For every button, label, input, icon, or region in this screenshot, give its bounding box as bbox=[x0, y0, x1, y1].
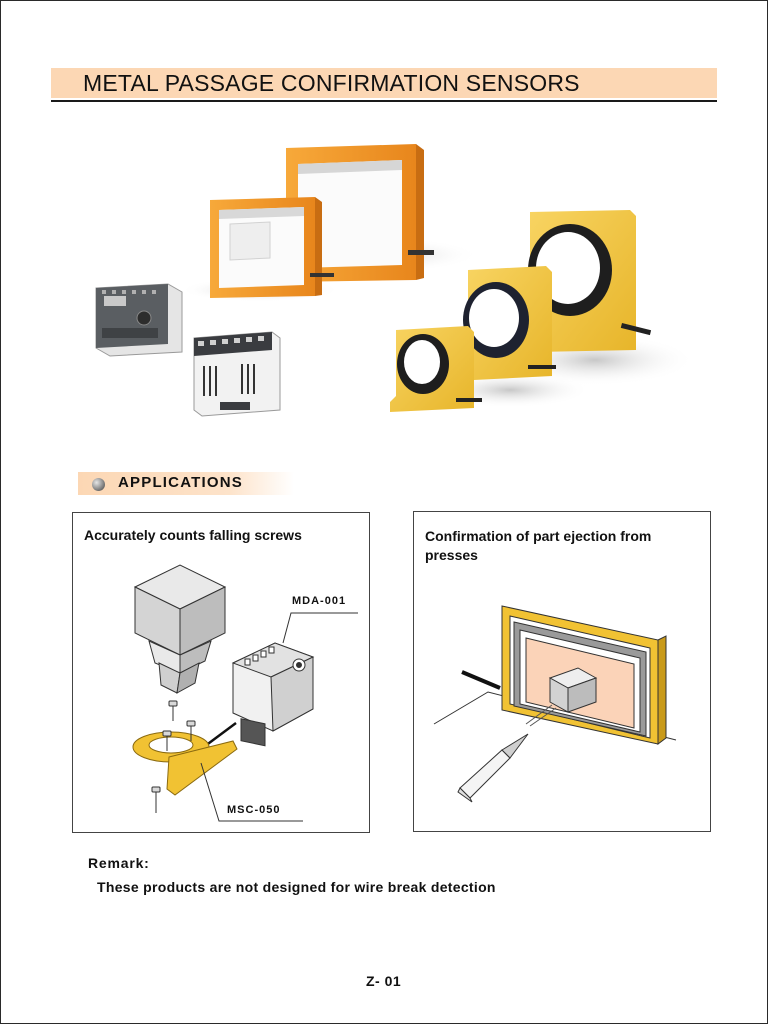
title-band bbox=[51, 68, 717, 98]
ejected-part-drawing bbox=[548, 667, 598, 713]
remark-text: These products are not designed for wire… bbox=[97, 879, 496, 895]
screw-drawing bbox=[151, 700, 196, 813]
application-card-falling-screws: Accurately counts falling screws bbox=[72, 512, 370, 833]
callout-msc-050: MSC-050 bbox=[227, 804, 281, 816]
relay-unit-white bbox=[193, 331, 281, 417]
page-title: METAL PASSAGE CONFIRMATION SENSORS bbox=[83, 70, 580, 96]
remark-label: Remark: bbox=[88, 855, 150, 871]
press-ejection-illustration bbox=[433, 605, 677, 803]
medium-ring-sensor bbox=[463, 266, 556, 380]
page-number: Z- 01 bbox=[366, 973, 402, 989]
small-frame-sensor bbox=[210, 197, 334, 298]
press-punch-drawing bbox=[457, 733, 529, 803]
ring-sensor-drawing bbox=[132, 731, 238, 796]
bullet-sphere-icon bbox=[92, 478, 105, 491]
application-card-press-ejection: Confirmation of part ejection from press… bbox=[413, 511, 711, 832]
amplifier-unit-gray bbox=[95, 283, 183, 357]
small-ring-sensor bbox=[390, 326, 482, 412]
card-caption: Confirmation of part ejection from press… bbox=[425, 528, 652, 563]
amplifier-drawing bbox=[231, 642, 315, 747]
applications-band bbox=[78, 472, 294, 495]
large-ring-sensor bbox=[528, 210, 652, 352]
falling-screws-illustration bbox=[132, 564, 358, 822]
product-photo-collage bbox=[95, 144, 690, 417]
hopper-drawing bbox=[133, 564, 227, 694]
applications-heading: APPLICATIONS bbox=[118, 474, 243, 491]
callout-mda-001: MDA-001 bbox=[292, 595, 347, 607]
title-underline bbox=[51, 100, 717, 102]
card-caption: Accurately counts falling screws bbox=[84, 527, 302, 543]
